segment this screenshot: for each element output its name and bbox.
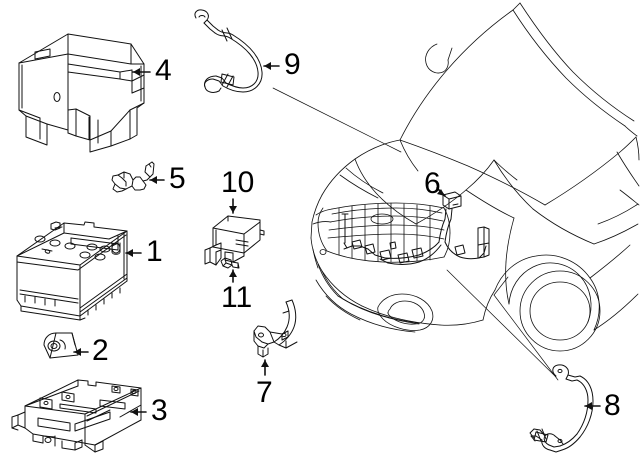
leader-line-8b	[493, 294, 559, 381]
leader-line-8c	[493, 276, 509, 296]
arrow-head-11	[229, 270, 237, 277]
callout-label-9[interactable]: 9	[284, 48, 301, 81]
arrow-head-10	[229, 206, 237, 213]
arrow-head-1	[126, 249, 133, 257]
arrow-head-2	[74, 348, 81, 356]
callout-label-7[interactable]: 7	[256, 376, 273, 409]
arrow-head-6	[437, 189, 445, 196]
part-battery-carrier-tray	[11, 379, 142, 453]
part-vehicle-front-illustration	[310, 2, 640, 352]
part-battery-insulation-cover	[18, 33, 145, 153]
callout-label-4[interactable]: 4	[155, 54, 172, 87]
callout-label-1[interactable]: 1	[146, 235, 163, 268]
arrow-head-8	[585, 402, 592, 410]
callout-label-10[interactable]: 10	[221, 166, 255, 199]
arrow-head-3	[131, 408, 138, 416]
part-battery-positive-cable	[194, 9, 263, 93]
callout-label-6[interactable]: 6	[424, 167, 441, 200]
callout-label-5[interactable]: 5	[169, 162, 186, 195]
part-mounting-bolt	[220, 257, 240, 269]
part-battery-hold-down-clamp	[43, 332, 79, 359]
arrow-head-9	[264, 62, 271, 70]
leader-line-9	[272, 87, 402, 153]
part-harness-connector	[341, 191, 490, 265]
part-cable-retainer-clamp	[111, 161, 155, 193]
part-mounting-bracket	[253, 299, 298, 358]
part-battery	[16, 221, 128, 321]
arrow-head-5	[150, 176, 157, 184]
callout-label-2[interactable]: 2	[92, 334, 109, 367]
part-ground-cable	[529, 364, 594, 453]
leader-line-8a	[446, 269, 557, 378]
arrow-head-7	[261, 360, 269, 367]
callout-arrows	[73, 62, 601, 416]
arrow-head-4	[133, 68, 140, 76]
callout-label-11[interactable]: 11	[221, 281, 253, 314]
callout-label-8[interactable]: 8	[604, 389, 621, 422]
part-battery-sensor-module	[204, 215, 265, 266]
callout-label-3[interactable]: 3	[151, 394, 168, 427]
